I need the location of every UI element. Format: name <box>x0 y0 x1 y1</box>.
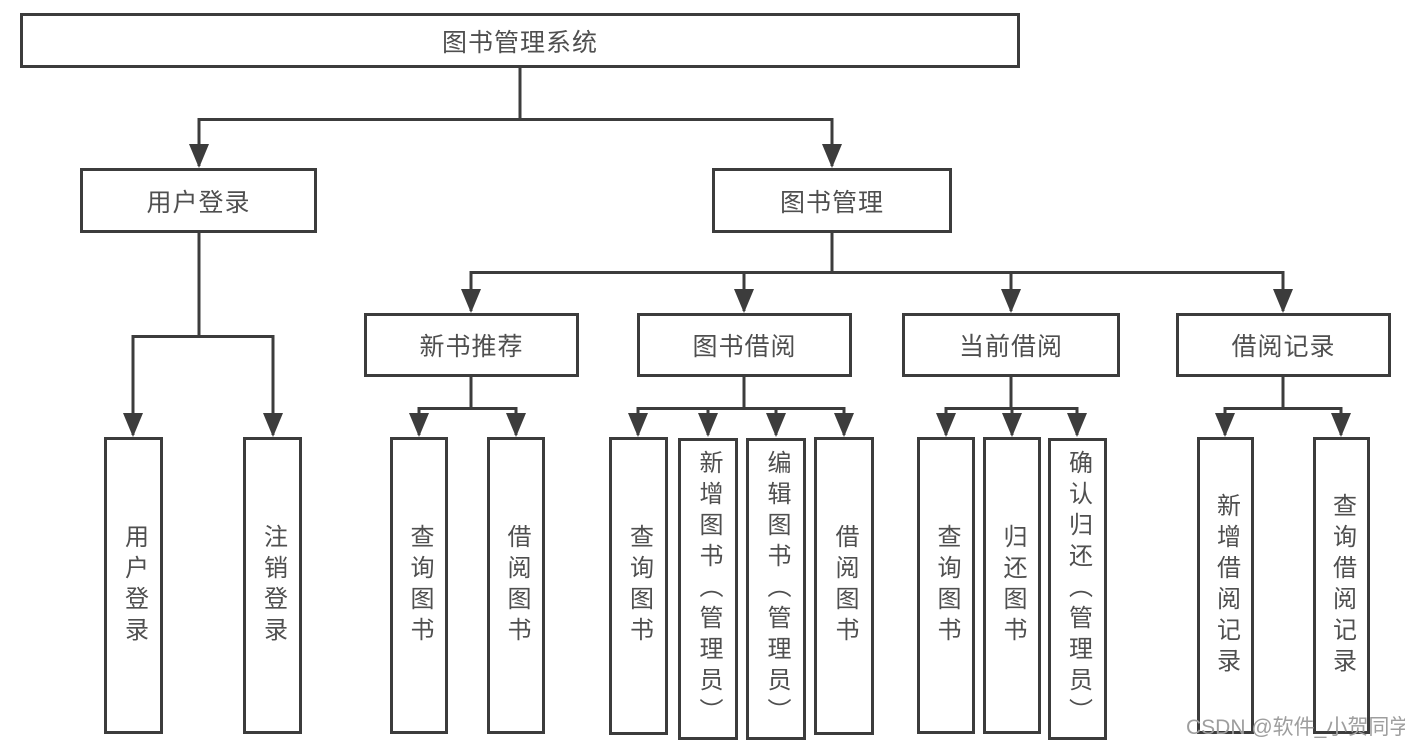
connector-book-management <box>469 232 1285 311</box>
arrowhead-icon <box>1067 413 1087 437</box>
arrowhead-icon <box>628 413 648 437</box>
leaf-query-books-current: 查询图书 <box>917 437 975 734</box>
connector-root <box>197 68 834 166</box>
leaf-edit-book-admin-label: 编辑图书（管理员） <box>763 449 790 729</box>
node-current-borrowing-label: 当前借阅 <box>958 333 1063 361</box>
leaf-add-book-admin-label: 新增图书（管理员） <box>695 449 722 729</box>
leaf-query-borrow-record-label: 查询借阅记录 <box>1328 492 1356 679</box>
node-root-label: 图书管理系统 <box>441 28 598 57</box>
leaf-return-book-label: 归还图书 <box>999 523 1026 648</box>
leaf-add-borrow-record: 新增借阅记录 <box>1197 437 1254 734</box>
leaf-query-books-borrowing: 查询图书 <box>609 437 668 735</box>
node-book-borrowing: 图书借阅 <box>637 313 852 377</box>
arrowhead-icon <box>1215 413 1235 437</box>
node-borrowing-records-label: 借阅记录 <box>1231 333 1336 361</box>
arrowhead-icon <box>506 413 526 437</box>
leaf-query-books-recommend: 查询图书 <box>390 437 448 734</box>
node-book-management-label: 图书管理 <box>779 188 884 217</box>
leaf-borrow-books-borrowing-label: 借阅图书 <box>831 524 858 648</box>
leaf-query-books-recommend-label: 查询图书 <box>406 523 433 648</box>
arrowhead-icon <box>1331 413 1351 437</box>
node-current-borrowing: 当前借阅 <box>902 313 1120 377</box>
arrowhead-icon <box>263 413 283 437</box>
arrowhead-icon <box>409 413 429 437</box>
node-user-login: 用户登录 <box>80 168 317 233</box>
leaf-add-borrow-record-label: 新增借阅记录 <box>1212 492 1240 679</box>
node-borrowing-records: 借阅记录 <box>1176 313 1391 377</box>
connector-user-login <box>131 232 275 435</box>
leaf-user-login-label: 用户登录 <box>120 523 148 648</box>
leaf-confirm-return-admin-label: 确认归还（管理员） <box>1064 449 1092 729</box>
leaf-user-login: 用户登录 <box>104 437 163 734</box>
leaf-query-borrow-record: 查询借阅记录 <box>1313 437 1370 734</box>
leaf-query-books-borrowing-label: 查询图书 <box>625 524 653 648</box>
node-book-management: 图书管理 <box>712 168 952 233</box>
node-book-borrowing-label: 图书借阅 <box>692 333 797 361</box>
leaf-logout-label: 注销登录 <box>259 523 287 648</box>
arrowhead-icon <box>189 144 209 168</box>
node-new-book-recommendation: 新书推荐 <box>364 313 579 377</box>
leaf-borrow-books-recommend-label: 借阅图书 <box>503 523 530 648</box>
leaf-borrow-books-borrowing: 借阅图书 <box>814 437 874 735</box>
node-user-login-label: 用户登录 <box>146 188 251 217</box>
leaf-add-book-admin: 新增图书（管理员） <box>678 438 738 740</box>
connector-new-books <box>417 376 518 435</box>
connector-borrowing-records <box>1223 376 1343 435</box>
leaf-return-book: 归还图书 <box>983 437 1041 734</box>
arrowhead-icon <box>734 289 754 313</box>
leaf-confirm-return-admin: 确认归还（管理员） <box>1048 438 1107 740</box>
arrowhead-icon <box>766 413 786 437</box>
arrowhead-icon <box>1001 289 1021 313</box>
arrowhead-icon <box>1002 413 1022 437</box>
arrowhead-icon <box>936 413 956 437</box>
leaf-logout: 注销登录 <box>243 437 302 734</box>
watermark: CSDN @软件_小贺同学 <box>1186 716 1405 739</box>
arrowhead-icon <box>834 413 854 437</box>
arrowhead-icon <box>822 144 842 168</box>
leaf-borrow-books-recommend: 借阅图书 <box>487 437 545 734</box>
node-root: 图书管理系统 <box>20 13 1020 68</box>
arrowhead-icon <box>698 413 718 437</box>
arrowhead-icon <box>1273 289 1293 313</box>
leaf-edit-book-admin: 编辑图书（管理员） <box>746 438 806 740</box>
connector-book-borrowing <box>636 376 846 435</box>
node-new-book-recommendation-label: 新书推荐 <box>419 333 524 361</box>
arrowhead-icon <box>461 289 481 313</box>
leaf-query-books-current-label: 查询图书 <box>933 523 960 648</box>
arrowhead-icon <box>123 413 143 437</box>
